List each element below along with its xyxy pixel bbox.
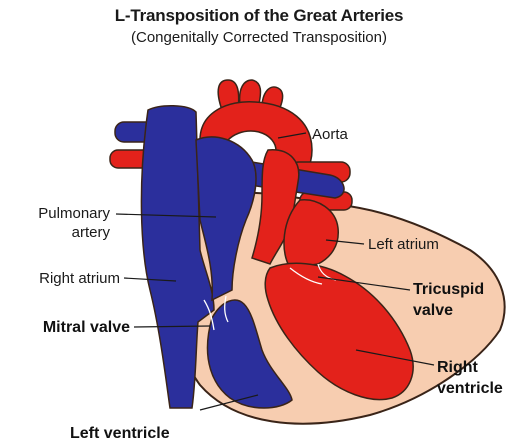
label-pulmonary-artery-line2: artery: [72, 224, 111, 241]
label-left-atrium: Left atrium: [368, 236, 439, 253]
label-aorta: Aorta: [312, 126, 349, 143]
label-left-ventricle: Left ventricle: [70, 425, 170, 442]
label-right-atrium: Right atrium: [39, 270, 120, 287]
label-pulmonary-artery-line1: Pulmonary: [38, 205, 110, 222]
label-tricuspid-valve-line1: Tricuspid: [413, 281, 484, 298]
label-right-ventricle-line1: Right: [437, 359, 479, 376]
label-tricuspid-valve-line2: valve: [413, 302, 453, 319]
label-mitral-valve: Mitral valve: [43, 319, 130, 336]
label-right-ventricle-line2: ventricle: [437, 380, 503, 397]
